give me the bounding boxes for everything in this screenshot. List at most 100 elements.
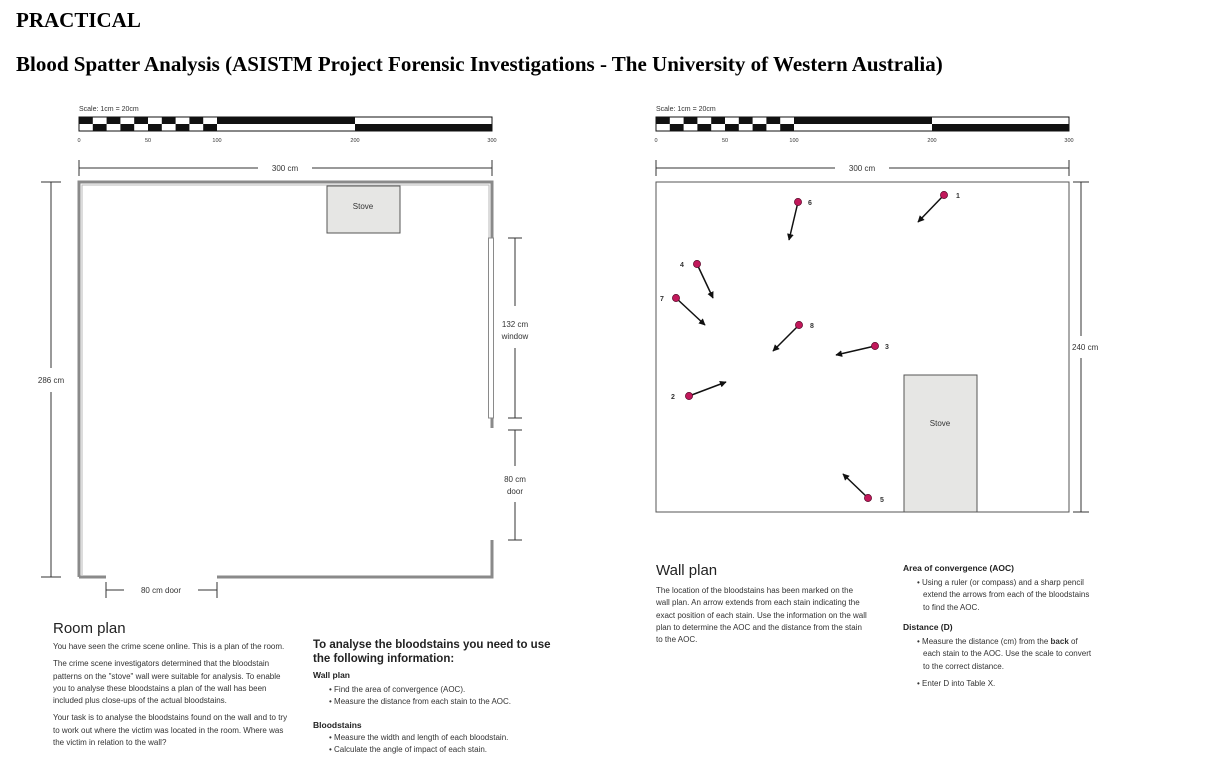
list-item: Using a ruler (or compass) and a sharp p… bbox=[913, 577, 1093, 614]
stain-arrow bbox=[772, 324, 800, 352]
wall-height-dimension bbox=[1073, 181, 1089, 513]
room-width-label: 300 cm bbox=[272, 164, 299, 173]
scale-checker-square bbox=[203, 124, 217, 131]
room-scale-tick: 100 bbox=[212, 138, 221, 144]
stain-dot bbox=[795, 321, 803, 329]
room-height-label: 286 cm bbox=[38, 376, 65, 385]
wall-scale-checker bbox=[656, 117, 794, 131]
room-plan-heading: Room plan bbox=[53, 620, 126, 637]
aoc-heading: Area of convergence (AOC) bbox=[903, 563, 1014, 573]
analyse-wall-plan-heading: Wall plan bbox=[313, 670, 350, 680]
wall-stove-label: Stove bbox=[930, 419, 951, 428]
stain-label: 7 bbox=[660, 296, 664, 303]
bloodstain-8: 8 bbox=[772, 321, 814, 352]
analyse-heading: To analyse the bloodstains you need to u… bbox=[313, 639, 551, 665]
wall-scale-tick: 100 bbox=[789, 138, 798, 144]
aoc-list: Using a ruler (or compass) and a sharp p… bbox=[913, 577, 1093, 614]
wall-scale-tick: 300 bbox=[1064, 138, 1073, 144]
distance-text-bold: back bbox=[1050, 637, 1069, 646]
list-item: Enter D into Table X. bbox=[913, 678, 1095, 690]
scale-checker-square bbox=[669, 124, 684, 131]
stain-arrow bbox=[842, 473, 869, 499]
room-scale-tick: 0 bbox=[77, 138, 80, 144]
list-item: Measure the distance (cm) from the back … bbox=[913, 636, 1095, 673]
stain-arrow bbox=[696, 263, 714, 299]
distance-list: Measure the distance (cm) from the back … bbox=[913, 636, 1095, 690]
scale-checker-square bbox=[752, 124, 767, 131]
scale-checker-square bbox=[148, 124, 162, 131]
page-title: Blood Spatter Analysis (ASISTM Project F… bbox=[16, 52, 943, 76]
bloodstain-5: 5 bbox=[842, 473, 884, 504]
room-inner-walls bbox=[81, 184, 490, 575]
distance-heading: Distance (D) bbox=[903, 622, 953, 632]
bloodstain-3: 3 bbox=[835, 342, 889, 357]
stain-label: 1 bbox=[956, 193, 960, 200]
wall-width-label: 300 cm bbox=[849, 164, 876, 173]
stain-dot bbox=[940, 191, 948, 199]
room-scale-label: Scale: 1cm = 20cm bbox=[79, 106, 139, 113]
bloodstain-4: 4 bbox=[680, 260, 714, 299]
wall-scale-bar bbox=[655, 116, 1070, 132]
bloodstain-7: 7 bbox=[660, 294, 706, 326]
wall-scale-tick: 0 bbox=[654, 138, 657, 144]
wall-plan-paragraph: The location of the bloodstains has been… bbox=[656, 586, 867, 645]
stain-dot bbox=[864, 494, 872, 502]
scale-checker-square bbox=[106, 117, 121, 124]
stain-dot bbox=[871, 342, 879, 350]
stain-label: 8 bbox=[810, 323, 814, 330]
room-width-dimension bbox=[78, 160, 493, 176]
side-door-length-label: 80 cm bbox=[504, 475, 526, 484]
page-heading: PRACTICAL bbox=[16, 8, 141, 32]
bloodstain-1: 1 bbox=[917, 191, 960, 223]
scale-checker-square bbox=[780, 124, 794, 131]
bottom-door-dimension bbox=[105, 582, 218, 598]
room-scale-tick: 300 bbox=[487, 138, 496, 144]
wall-stove bbox=[903, 374, 978, 513]
room-scale-tick: 50 bbox=[145, 138, 151, 144]
scale-checker-square bbox=[697, 124, 712, 131]
room-walls bbox=[77, 180, 494, 579]
wall-height-label: 240 cm bbox=[1072, 343, 1099, 352]
analyse-bloodstains-heading: Bloodstains bbox=[313, 720, 362, 730]
list-item: Measure the distance from each stain to … bbox=[325, 696, 565, 708]
list-item: Find the area of convergence (AOC). bbox=[325, 684, 565, 696]
room-stove bbox=[326, 185, 401, 234]
room-scale-checker bbox=[79, 117, 217, 131]
stain-dot bbox=[672, 294, 680, 302]
scale-checker-square bbox=[738, 117, 753, 124]
stain-label: 6 bbox=[808, 200, 812, 207]
distance-text: Measure the distance (cm) from the bbox=[922, 637, 1051, 646]
scale-checker-square bbox=[92, 124, 107, 131]
wall-scale-label: Scale: 1cm = 20cm bbox=[656, 106, 716, 113]
scale-checker-square bbox=[161, 117, 176, 124]
wall-plan-text: The location of the bloodstains has been… bbox=[656, 585, 868, 651]
wall-scale-ticks: 0 50 100 200 300 bbox=[654, 138, 1073, 144]
stain-label: 4 bbox=[680, 262, 684, 269]
analyse-wall-plan-list: Find the area of convergence (AOC). Meas… bbox=[325, 684, 565, 709]
room-plan-paragraph: The crime scene investigators determined… bbox=[53, 659, 281, 706]
wall-width-dimension bbox=[655, 160, 1070, 176]
room-plan-paragraph: You have seen the crime scene online. Th… bbox=[53, 642, 285, 651]
wall-scale-tick: 200 bbox=[927, 138, 936, 144]
stain-arrow bbox=[835, 345, 876, 357]
room-scale-ticks: 0 50 100 200 300 bbox=[77, 138, 496, 144]
side-door-label: door bbox=[507, 487, 523, 496]
scale-checker-square bbox=[175, 124, 190, 131]
scale-checker-square bbox=[683, 117, 698, 124]
stain-arrow bbox=[688, 380, 727, 397]
wall-scale-tick: 50 bbox=[722, 138, 728, 144]
room-height-dimension bbox=[41, 181, 61, 578]
stain-dot bbox=[685, 392, 693, 400]
wall-plan-diagram: Scale: 1cm = 20cm 0 50 100 200 300 300 c… bbox=[654, 106, 1099, 513]
room-scale-tick: 200 bbox=[350, 138, 359, 144]
bottom-door-label: 80 cm door bbox=[141, 586, 181, 595]
scale-checker-square bbox=[189, 117, 204, 124]
window-label: window bbox=[501, 332, 529, 341]
side-door-dimension bbox=[508, 429, 522, 541]
bloodstain-6: 6 bbox=[787, 198, 812, 241]
wall-plan-heading: Wall plan bbox=[656, 562, 718, 579]
scale-checker-square bbox=[711, 117, 725, 124]
distance-text: of each stain to the AOC. Use the scale … bbox=[923, 637, 1092, 671]
analyse-bloodstains-list: Measure the width and length of each blo… bbox=[325, 732, 565, 757]
scale-checker-square bbox=[79, 117, 93, 124]
